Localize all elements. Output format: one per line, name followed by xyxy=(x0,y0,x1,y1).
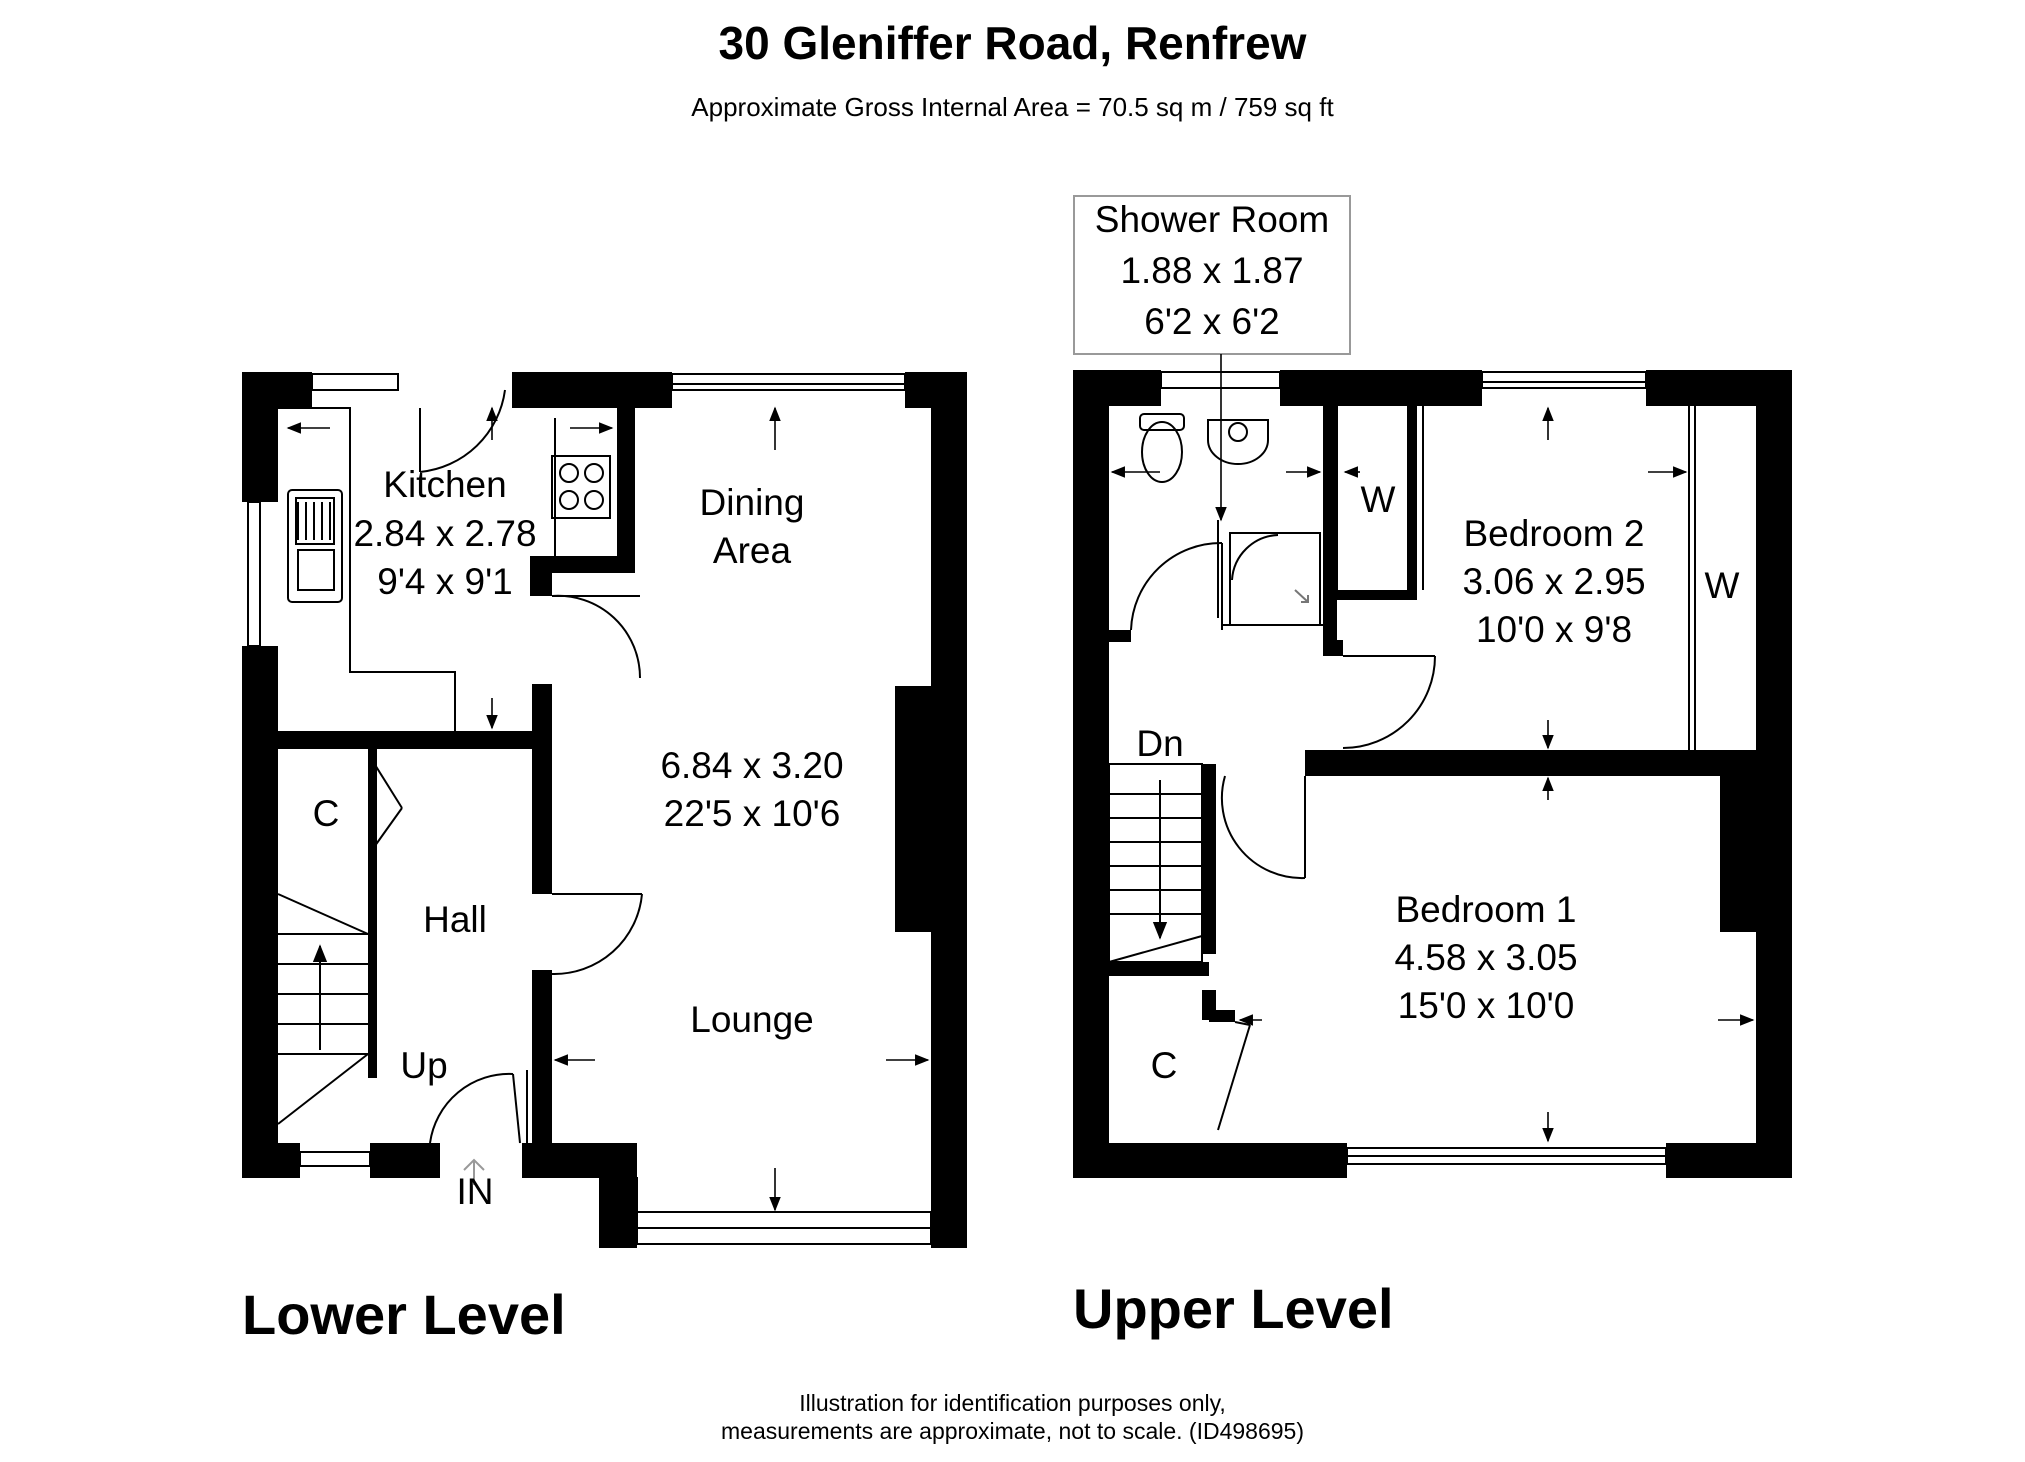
stairs-up xyxy=(277,893,485,1185)
bedroom2-metric: 3.06 x 2.95 xyxy=(1462,561,1645,602)
shower-room-imperial: 6'2 x 6'2 xyxy=(1144,301,1280,342)
bedroom1-name: Bedroom 1 xyxy=(1396,889,1577,930)
lower-cupboard-label: C xyxy=(313,793,340,834)
shower-room-name: Shower Room xyxy=(1095,199,1329,240)
hall-name: Hall xyxy=(423,899,487,940)
bedroom2-imperial: 10'0 x 9'8 xyxy=(1476,609,1632,650)
bedroom1-imperial: 15'0 x 10'0 xyxy=(1398,985,1575,1026)
lower-level-plan: Kitchen 2.84 x 2.78 9'4 x 9'1 Dining Are… xyxy=(242,372,967,1248)
dining-label-2: Area xyxy=(713,530,792,571)
entrance-label: IN xyxy=(457,1171,494,1212)
lounge-imperial: 22'5 x 10'6 xyxy=(664,793,841,834)
lower-walls xyxy=(242,372,967,1248)
kitchen-fittings xyxy=(278,407,611,731)
upper-cupboard-label: C xyxy=(1151,1045,1178,1086)
lounge-metric: 6.84 x 3.20 xyxy=(660,745,843,786)
kitchen-name: Kitchen xyxy=(383,464,506,505)
lounge-name: Lounge xyxy=(690,999,813,1040)
upper-level-label: Upper Level xyxy=(1073,1277,1394,1340)
shower-room-fittings xyxy=(1130,413,1323,631)
upper-walls xyxy=(1073,370,1792,1178)
page-title: 30 Gleniffer Road, Renfrew xyxy=(718,17,1307,69)
disclaimer-line-2: measurements are approximate, not to sca… xyxy=(721,1418,1304,1444)
gross-area-text: Approximate Gross Internal Area = 70.5 s… xyxy=(691,92,1334,122)
wardrobe-large-label: W xyxy=(1705,565,1740,606)
upper-dimension-arrows xyxy=(1110,406,1755,1143)
bedroom1-metric: 4.58 x 3.05 xyxy=(1394,937,1577,978)
lower-doors xyxy=(371,389,643,1144)
upper-windows xyxy=(1160,371,1667,1165)
disclaimer-line-1: Illustration for identification purposes… xyxy=(799,1390,1226,1416)
lower-level-label: Lower Level xyxy=(242,1283,566,1346)
upper-level-plan: Shower Room 1.88 x 1.87 6'2 x 6'2 Bedroo… xyxy=(1073,195,1792,1178)
stairs-down xyxy=(1108,763,1203,963)
shower-room-label-box xyxy=(1073,195,1351,355)
kitchen-metric: 2.84 x 2.78 xyxy=(353,513,536,554)
upper-doors xyxy=(1217,406,1696,1131)
shower-room-metric: 1.88 x 1.87 xyxy=(1120,250,1303,291)
stairs-down-label: Dn xyxy=(1136,723,1183,764)
lower-dimension-arrows xyxy=(286,406,930,1212)
lower-windows xyxy=(247,373,932,1245)
kitchen-imperial: 9'4 x 9'1 xyxy=(377,561,513,602)
stairs-up-label: Up xyxy=(400,1045,447,1086)
dining-label-1: Dining xyxy=(700,482,805,523)
bedroom2-name: Bedroom 2 xyxy=(1464,513,1645,554)
wardrobe-small-label: W xyxy=(1361,479,1396,520)
